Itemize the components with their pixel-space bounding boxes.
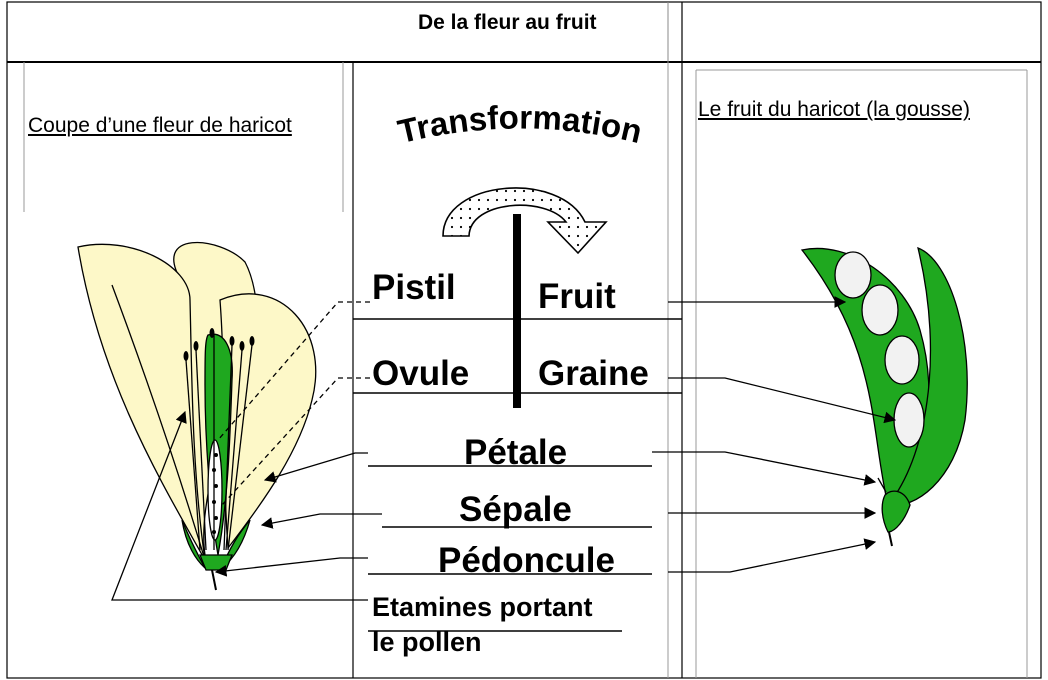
table-frame: [6, 1, 1042, 679]
flower-arrows: [111, 410, 382, 601]
label-pedoncule: Pédoncule: [438, 541, 615, 580]
flower-section-caption: Coupe d’une fleur de haricot: [28, 114, 292, 137]
pod-section-caption: Le fruit du haricot (la gousse): [698, 98, 970, 121]
transformation-bar: [513, 214, 521, 408]
page-title: De la fleur au fruit: [418, 11, 597, 34]
transformation-heading: Transformation: [394, 98, 645, 150]
label-etamines-line1: Etamines portant: [372, 592, 593, 622]
label-petale: Pétale: [464, 433, 568, 472]
curved-arrow-icon: [442, 187, 608, 255]
bean-flower-illustration: [77, 241, 317, 591]
label-etamines-line2: le pollen: [372, 627, 482, 657]
label-fruit: Fruit: [538, 277, 616, 316]
label-pistil: Pistil: [372, 268, 456, 307]
label-ovule: Ovule: [372, 354, 470, 393]
label-sepale: Sépale: [459, 490, 572, 529]
dashed-leader-lines: [217, 301, 370, 506]
bean-pod-illustration: [800, 246, 968, 547]
pod-arrows: [652, 296, 897, 573]
label-graine: Graine: [538, 354, 649, 393]
